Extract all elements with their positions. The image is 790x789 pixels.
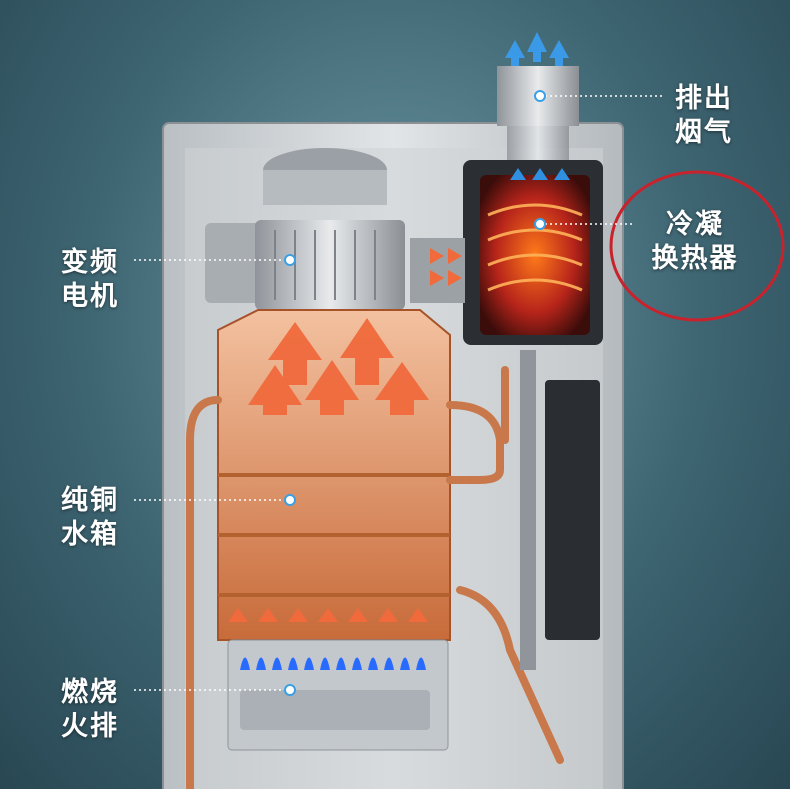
- label-condensing-line2: 换热器: [651, 243, 739, 274]
- highlight-circle: [609, 170, 785, 322]
- label-burner-line1: 燃烧: [61, 677, 119, 708]
- label-copper-tank-line2: 水箱: [61, 519, 119, 550]
- blue-flames: [240, 657, 426, 670]
- label-copper-tank: 纯铜 水箱: [50, 484, 130, 552]
- leader-dots: [284, 90, 546, 696]
- label-burner-line2: 火排: [61, 711, 119, 742]
- label-exhaust-line2: 烟气: [675, 117, 733, 148]
- heat-arrows: [248, 318, 429, 415]
- label-motor-line2: 电机: [61, 281, 119, 312]
- label-condensing: 冷凝 换热器: [640, 208, 750, 276]
- exhaust-arrows: [505, 32, 569, 66]
- label-motor-line1: 变频: [61, 247, 119, 278]
- label-exhaust: 排出 烟气: [664, 82, 744, 150]
- label-exhaust-line1: 排出: [675, 83, 733, 114]
- label-condensing-line1: 冷凝: [666, 209, 724, 240]
- label-burner: 燃烧 火排: [50, 676, 130, 744]
- label-copper-tank-line1: 纯铜: [61, 485, 119, 516]
- label-motor: 变频 电机: [50, 246, 130, 314]
